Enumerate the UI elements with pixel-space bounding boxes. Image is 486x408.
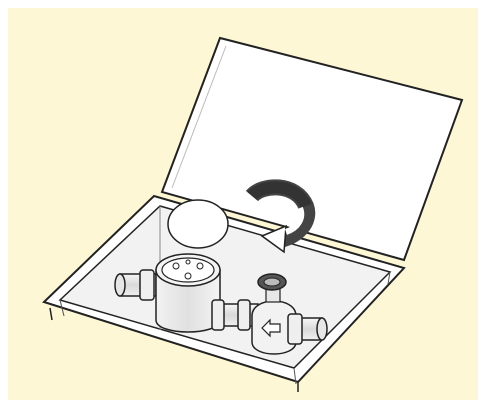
meter-cover bbox=[167, 199, 229, 249]
gate-valve bbox=[251, 273, 297, 355]
flow-arrow-icon bbox=[261, 318, 281, 338]
outlet-pipe bbox=[287, 313, 328, 345]
coupling-pipe bbox=[211, 299, 259, 331]
rotate-arrow-icon bbox=[245, 179, 316, 254]
lid bbox=[160, 36, 464, 262]
inlet-pipe bbox=[114, 269, 157, 301]
water-meter bbox=[155, 253, 221, 333]
